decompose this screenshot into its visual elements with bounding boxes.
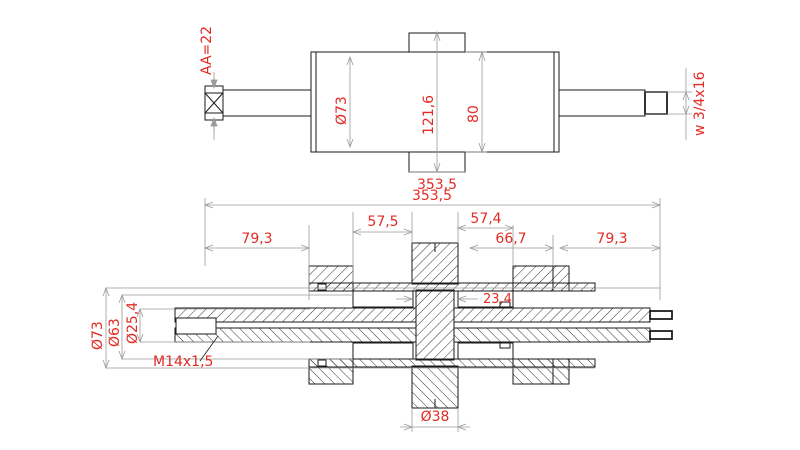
seal-grooves — [317, 283, 511, 367]
dimension-dia-25-4: Ø25,4 — [125, 302, 310, 344]
dimension-label-aa: AA=22 — [199, 26, 215, 75]
dimension-353-5: 353,5 — [409, 171, 465, 193]
centre-boss-column — [411, 242, 459, 409]
dimension-79-3-right: 79,3 — [558, 231, 662, 252]
callout-label-m14: M14x1,5 — [153, 354, 213, 370]
dimension-dia-73-top: Ø73 — [334, 55, 354, 149]
port-chamber-left — [352, 290, 414, 360]
dimension-label-57-5: 57,5 — [367, 214, 398, 230]
rod-end-square-cap — [204, 85, 224, 121]
dimension-79-3-left: 79,3 — [203, 231, 311, 252]
dimension-dia-73-section: Ø73 — [90, 286, 660, 370]
section-view-group: 353,5 79,3 57,5 57,4 — [90, 188, 673, 432]
dimension-57-5: 57,5 — [351, 214, 414, 236]
dimension-dia-63: Ø63 — [107, 293, 353, 361]
top-view-group: AA=22 Ø73 121,6 — [199, 26, 708, 193]
dimension-57-4: 57,4 — [456, 211, 515, 232]
dimension-353-5-section: 353,5 — [203, 188, 662, 209]
extension-lines-section — [204, 198, 661, 300]
dimension-label-79-3-right: 79,3 — [596, 231, 627, 247]
dimension-label-353-5-section: 353,5 — [412, 188, 452, 204]
dimension-label-dia63: Ø63 — [107, 318, 123, 347]
rod-tip-bore — [175, 317, 217, 335]
dimension-label-80: 80 — [466, 105, 482, 123]
dimension-66-7: 66,7 — [468, 231, 555, 252]
piston-rod-section — [174, 307, 673, 343]
piston-rod-left — [222, 89, 312, 117]
dimension-label-dia73-top: Ø73 — [334, 96, 350, 125]
dimension-23-4: 23,4 — [396, 292, 512, 307]
gland-cap-left — [308, 265, 354, 385]
gland-cap-right — [512, 265, 570, 385]
dimension-dia-38: Ø38 — [400, 408, 470, 432]
rod-right-extension — [558, 89, 668, 117]
dimension-121-6: 121,6 — [421, 30, 441, 174]
dimension-label-57-4: 57,4 — [470, 211, 501, 227]
dimension-label-dia38: Ø38 — [421, 409, 450, 425]
dimension-label-121-6: 121,6 — [421, 95, 437, 135]
dimension-thread-w34: w 3/4x16 — [645, 68, 708, 140]
dimension-label-353-5: 353,5 — [417, 177, 457, 193]
dimension-label-23-4: 23,4 — [483, 292, 512, 307]
dimension-80: 80 — [465, 50, 487, 154]
dimension-label-thread-w34: w 3/4x16 — [692, 71, 708, 136]
dimension-label-dia25-4: Ø25,4 — [125, 302, 141, 344]
dimension-aa-22: AA=22 — [199, 26, 218, 140]
dimension-label-dia73-section: Ø73 — [90, 321, 106, 350]
dimension-label-66-7: 66,7 — [495, 231, 526, 247]
port-chamber-right — [457, 290, 514, 360]
dimension-label-79-3-left: 79,3 — [241, 231, 272, 247]
callout-thread-m14: M14x1,5 — [153, 335, 219, 370]
